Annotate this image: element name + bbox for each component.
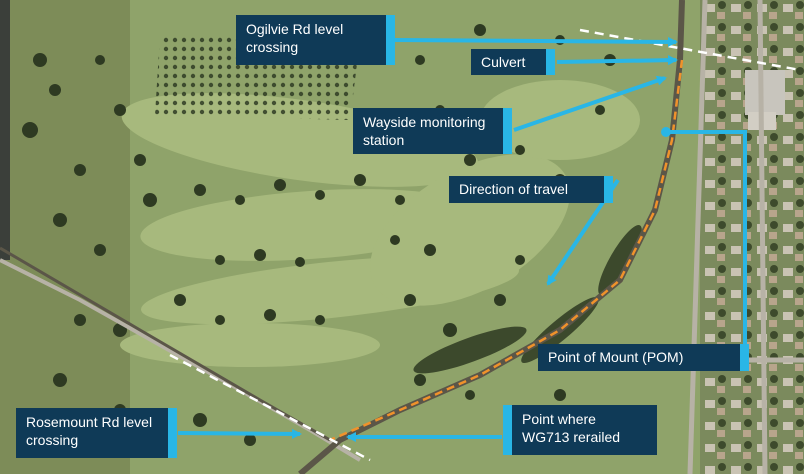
culvert-label: Culvert bbox=[471, 49, 555, 75]
direction-accent bbox=[604, 176, 613, 203]
pom-map-pin-icon bbox=[661, 127, 671, 137]
ogilvie-label: Ogilvie Rd level crossing bbox=[236, 15, 395, 65]
rosemount-label: Rosemount Rd level crossing bbox=[16, 408, 177, 458]
culvert-arrow-icon bbox=[556, 55, 678, 66]
pom-accent bbox=[740, 344, 749, 371]
direction-text: Direction of travel bbox=[459, 181, 568, 197]
culvert-text: Culvert bbox=[481, 54, 526, 70]
wayside-label: Wayside monitoring station bbox=[353, 108, 512, 154]
trees bbox=[22, 24, 627, 446]
pom-label: Point of Mount (POM) bbox=[538, 344, 749, 371]
rosemount-crossing-line bbox=[169, 353, 371, 462]
pom-leader-line bbox=[670, 130, 747, 355]
rerailed-text: Point where WG713 rerailed bbox=[522, 411, 621, 445]
wayside-accent bbox=[503, 108, 512, 154]
ogilvie-accent bbox=[386, 15, 395, 65]
wayside-arrow-icon bbox=[513, 75, 667, 132]
rerailed-accent bbox=[503, 405, 512, 455]
derailment-route bbox=[329, 59, 684, 442]
rosemount-accent bbox=[168, 408, 177, 458]
ogilvie-crossing-line bbox=[579, 28, 801, 72]
rosemount-arrow-icon bbox=[177, 428, 302, 439]
rosemount-text: Rosemount Rd level crossing bbox=[26, 414, 153, 448]
rerailed-label: Point where WG713 rerailed bbox=[503, 405, 657, 455]
direction-label: Direction of travel bbox=[449, 176, 613, 203]
ogilvie-arrow-icon bbox=[394, 36, 678, 47]
wayside-text: Wayside monitoring station bbox=[363, 114, 486, 148]
culvert-accent bbox=[546, 49, 555, 75]
map-frame-edge bbox=[0, 0, 10, 260]
ogilvie-text: Ogilvie Rd level crossing bbox=[246, 21, 344, 55]
pom-text: Point of Mount (POM) bbox=[548, 349, 684, 365]
